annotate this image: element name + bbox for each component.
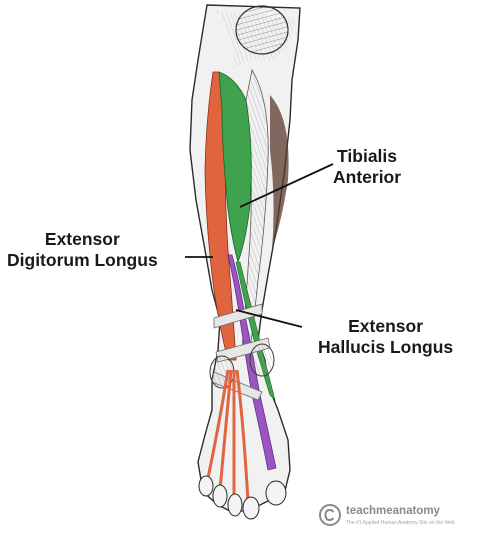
label-extensor-digitorum-longus: Extensor Digitorum Longus: [7, 229, 158, 271]
leader-line-extensor-hallucis-longus: [235, 309, 303, 328]
credit-name: teachmeanatomy: [346, 505, 440, 517]
toe-2: [242, 496, 260, 520]
big-toe: [265, 480, 287, 506]
label-tibialis-anterior-line2: Anterior: [333, 167, 402, 187]
label-extensor-digitorum-longus-line2: Digitorum Longus: [7, 250, 158, 270]
leg-outline: [189, 4, 301, 513]
edl-tendon-2: [218, 369, 233, 491]
label-extensor-hallucis-longus-line2: Hallucis Longus: [318, 337, 454, 357]
label-extensor-hallucis-longus: Extensor Hallucis Longus: [318, 316, 453, 358]
toe-4: [212, 484, 228, 508]
extensor-digitorum-tendons: [206, 369, 250, 503]
retinaculum-band-1: [213, 303, 263, 329]
medial-malleolus: [249, 343, 275, 377]
label-tibialis-anterior: Tibialis Anterior: [333, 146, 401, 188]
credit-tagline: The #1 Applied Human Anatomy Site on the…: [346, 520, 456, 526]
copyright-icon: [319, 504, 341, 526]
label-tibialis-anterior-line1: Tibialis: [337, 146, 398, 166]
edl-tendon-1: [206, 369, 230, 479]
tibialis-anterior-muscle: [218, 71, 252, 264]
toe-5: [198, 475, 214, 497]
label-extensor-hallucis-longus-line1: Extensor: [348, 316, 424, 336]
leader-line-tibialis-anterior: [239, 163, 334, 208]
knee-shading: [215, 10, 296, 70]
toe-3: [227, 493, 243, 517]
label-extensor-digitorum-longus-line1: Extensor: [44, 229, 120, 249]
edl-tendon-4: [235, 369, 250, 503]
toes: [198, 475, 287, 520]
peroneus-strip: [270, 95, 289, 250]
